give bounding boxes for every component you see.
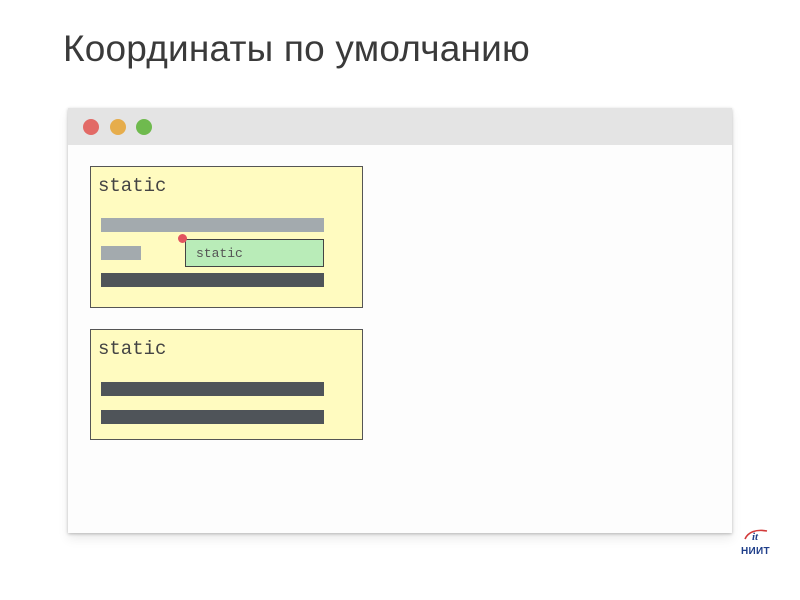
content-bar-dark [101,273,324,287]
minimize-window-button[interactable] [110,119,126,135]
niit-logo: it НИИТ [740,528,772,558]
content-bar-dark [101,382,324,396]
static-box-2: static [90,329,363,440]
static-box-2-label: static [98,338,167,360]
static-box-1-label: static [98,175,167,197]
content-bar-light [101,218,324,232]
browser-window: static static static [68,108,732,533]
window-titlebar [68,108,732,145]
slide-title: Координаты по умолчанию [63,28,530,69]
content-bar-light-short [101,246,141,260]
static-box-1: static static [90,166,363,308]
logo-text: НИИТ [741,546,770,557]
origin-marker-dot [178,234,187,243]
inner-static-box-label: static [196,246,243,261]
inner-static-box: static [185,239,324,267]
maximize-window-button[interactable] [136,119,152,135]
content-bar-dark [101,410,324,424]
niit-logo-mark-icon: it [744,529,768,542]
close-window-button[interactable] [83,119,99,135]
svg-text:it: it [752,531,759,542]
